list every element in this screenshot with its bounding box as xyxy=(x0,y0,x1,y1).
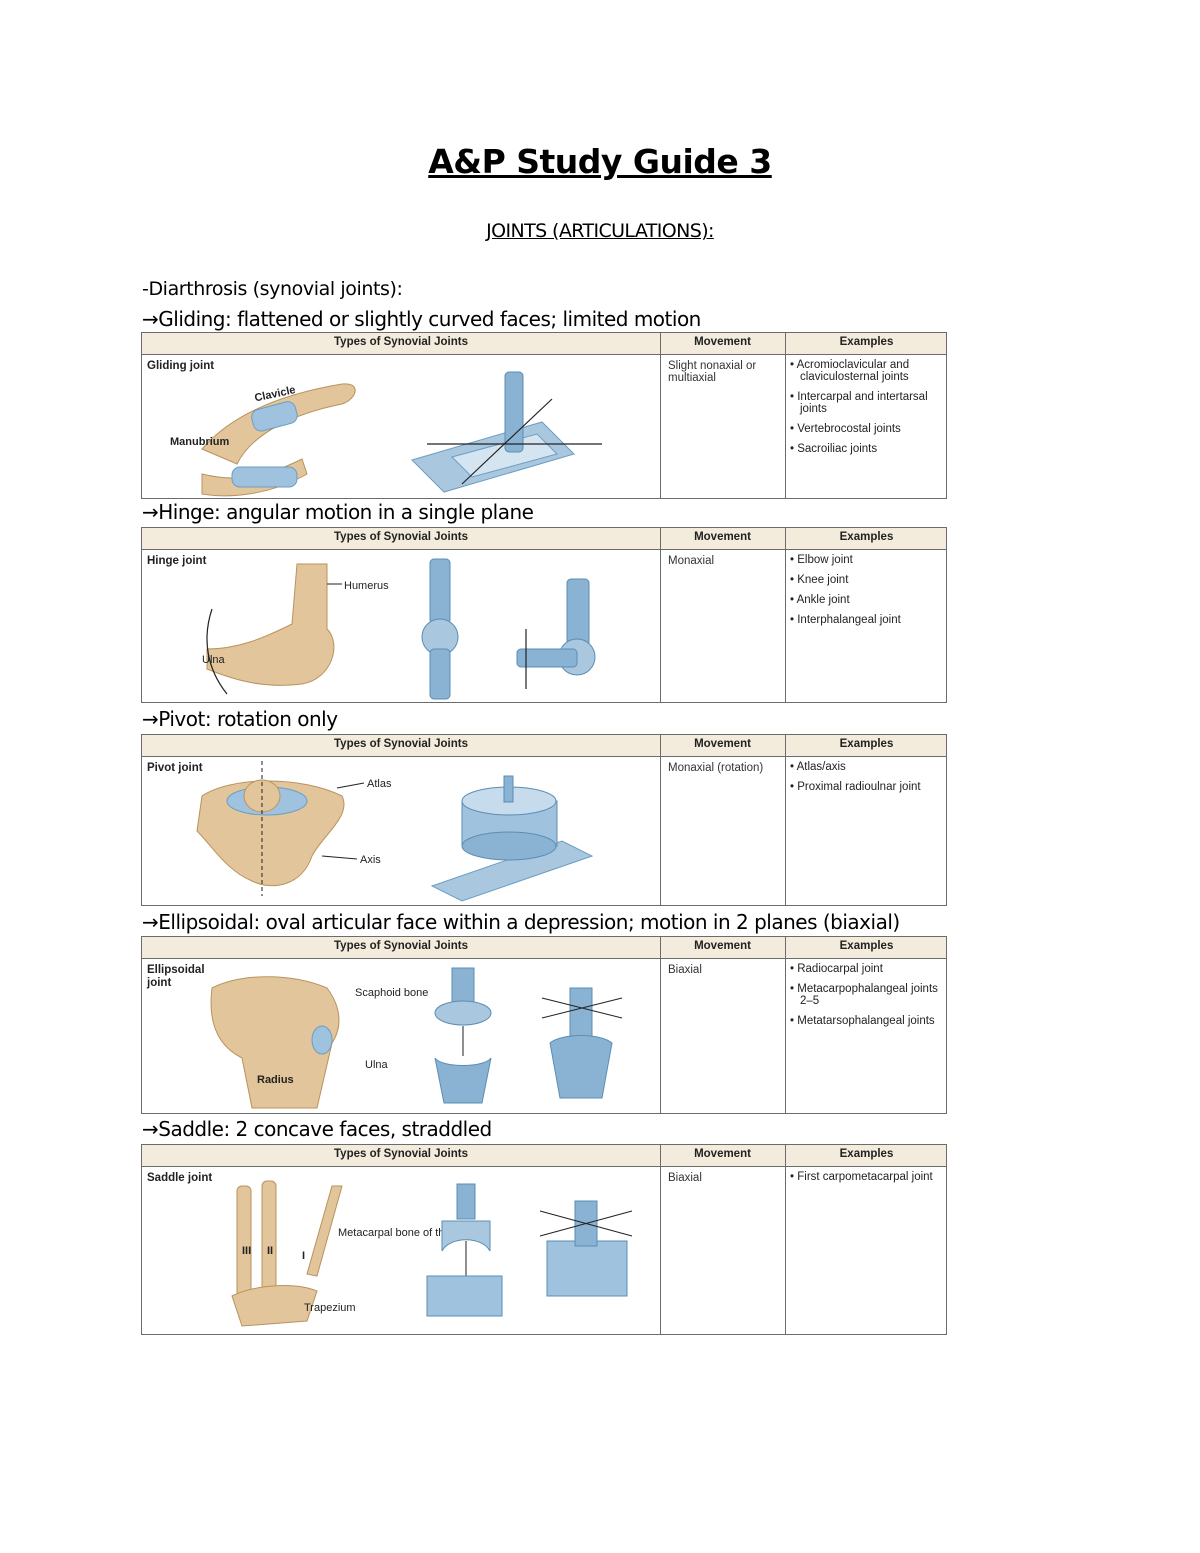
joint-movement: Slight nonaxial or multiaxial xyxy=(668,360,757,384)
example-item: Ankle joint xyxy=(790,594,950,606)
examples-list: Elbow joint Knee joint Ankle joint Inter… xyxy=(790,554,950,634)
label-trapezium: Trapezium xyxy=(304,1302,356,1314)
example-item: Metatarsophalangeal joints xyxy=(790,1015,950,1027)
label-digit-2: II xyxy=(267,1245,273,1257)
header-examples: Examples xyxy=(839,336,894,348)
gliding-table: Types of Synovial Joints Movement Exampl… xyxy=(141,332,947,499)
joint-name: Ellipsoidal joint xyxy=(147,964,205,989)
label-digit-1: I xyxy=(302,1250,305,1262)
header-movement: Movement xyxy=(694,531,751,543)
section-subtitle: JOINTS (ARTICULATIONS): xyxy=(486,220,714,242)
example-item: Vertebrocostal joints xyxy=(790,423,950,435)
header-types: Types of Synovial Joints xyxy=(334,738,468,750)
header-movement: Movement xyxy=(694,1148,751,1160)
table-header: Types of Synovial Joints Movement Exampl… xyxy=(142,528,946,550)
table-header: Types of Synovial Joints Movement Exampl… xyxy=(142,333,946,355)
ellipsoidal-table: Types of Synovial Joints Movement Exampl… xyxy=(141,936,947,1114)
label-ulna: Ulna xyxy=(365,1059,389,1071)
label-ulna: Ulna xyxy=(202,654,226,666)
header-types: Types of Synovial Joints xyxy=(334,336,468,348)
label-metacarpal-thumb: Metacarpal bone of thumb xyxy=(338,1227,466,1239)
label-atlas: Atlas xyxy=(367,778,392,790)
header-examples: Examples xyxy=(839,940,894,952)
pivot-heading: →Pivot: rotation only xyxy=(142,707,338,731)
header-types: Types of Synovial Joints xyxy=(334,940,468,952)
header-movement: Movement xyxy=(694,940,751,952)
intro-text: -Diarthrosis (synovial joints): xyxy=(142,278,403,300)
pivot-table: Types of Synovial Joints Movement Exampl… xyxy=(141,734,947,906)
example-item: Atlas/axis xyxy=(790,761,950,773)
hinge-joint-illustration: Humerus Ulna xyxy=(202,558,596,700)
header-examples: Examples xyxy=(839,1148,894,1160)
joint-name: Saddle joint xyxy=(147,1172,213,1184)
ellipsoidal-joint-illustration: Scaphoid bone Ulna Radius xyxy=(210,967,623,1109)
saddle-heading: →Saddle: 2 concave faces, straddled xyxy=(142,1117,492,1141)
example-item: Interphalangeal joint xyxy=(790,614,950,626)
joint-name: Pivot joint xyxy=(147,762,203,774)
example-item: First carpometacarpal joint xyxy=(790,1171,950,1183)
label-radius: Radius xyxy=(257,1074,294,1086)
joint-movement: Monaxial (rotation) xyxy=(668,762,764,774)
header-examples: Examples xyxy=(839,531,894,543)
pivot-joint-illustration: Atlas Axis xyxy=(196,761,594,902)
label-scaphoid: Scaphoid bone xyxy=(355,987,428,999)
examples-list: First carpometacarpal joint xyxy=(790,1171,950,1191)
header-types: Types of Synovial Joints xyxy=(334,531,468,543)
label-axis: Axis xyxy=(360,854,381,866)
header-movement: Movement xyxy=(694,336,751,348)
header-types: Types of Synovial Joints xyxy=(334,1148,468,1160)
ellipsoidal-heading: →Ellipsoidal: oval articular face within… xyxy=(142,910,900,934)
saddle-joint-illustration: III II I Metacarpal bone of thumb Trapez… xyxy=(231,1180,633,1327)
joint-name: Gliding joint xyxy=(147,360,215,372)
table-header: Types of Synovial Joints Movement Exampl… xyxy=(142,1145,946,1167)
example-item: Elbow joint xyxy=(790,554,950,566)
example-item: Acromioclavicular and claviculosternal j… xyxy=(790,359,950,383)
example-item: Metacarpophalangeal joints 2–5 xyxy=(790,983,950,1007)
example-item: Radiocarpal joint xyxy=(790,963,950,975)
joint-name: Hinge joint xyxy=(147,555,207,567)
example-item: Intercarpal and intertarsal joints xyxy=(790,391,950,415)
label-digit-3: III xyxy=(242,1245,251,1257)
hinge-table: Types of Synovial Joints Movement Exampl… xyxy=(141,527,947,703)
examples-list: Atlas/axis Proximal radioulnar joint xyxy=(790,761,950,801)
table-header: Types of Synovial Joints Movement Exampl… xyxy=(142,937,946,959)
table-header: Types of Synovial Joints Movement Exampl… xyxy=(142,735,946,757)
joint-movement: Biaxial xyxy=(668,964,702,976)
header-movement: Movement xyxy=(694,738,751,750)
examples-list: Acromioclavicular and claviculosternal j… xyxy=(790,359,950,463)
joint-movement: Monaxial xyxy=(668,555,715,567)
examples-list: Radiocarpal joint Metacarpophalangeal jo… xyxy=(790,963,950,1035)
gliding-heading: →Gliding: flattened or slightly curved f… xyxy=(142,307,701,331)
saddle-table: Types of Synovial Joints Movement Exampl… xyxy=(141,1144,947,1335)
header-examples: Examples xyxy=(839,738,894,750)
hinge-heading: →Hinge: angular motion in a single plane xyxy=(142,500,534,524)
label-manubrium: Manubrium xyxy=(170,436,229,448)
document-title: A&P Study Guide 3 xyxy=(428,142,772,181)
gliding-joint-illustration: Clavicle Manubrium xyxy=(170,371,602,497)
example-item: Knee joint xyxy=(790,574,950,586)
joint-movement: Biaxial xyxy=(668,1172,702,1184)
label-humerus: Humerus xyxy=(344,580,389,592)
example-item: Sacroiliac joints xyxy=(790,443,950,455)
example-item: Proximal radioulnar joint xyxy=(790,781,950,793)
